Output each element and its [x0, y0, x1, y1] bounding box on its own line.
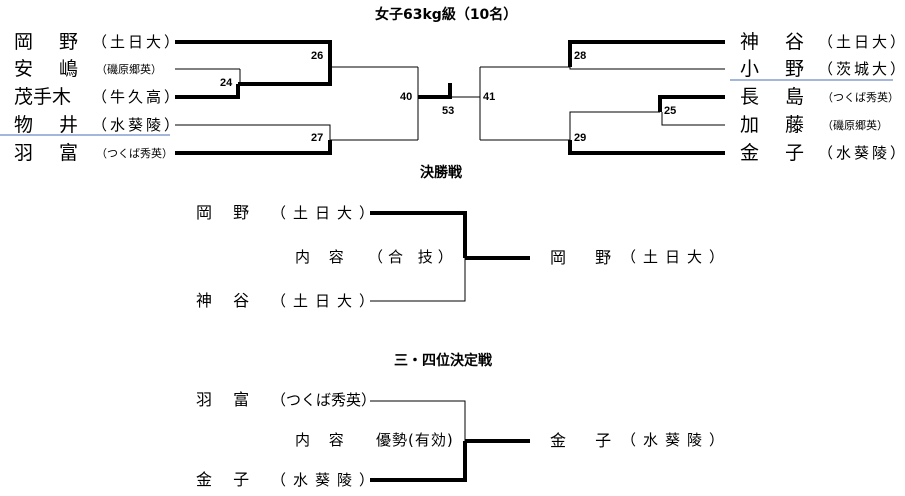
final-winner-name: 岡 野 — [550, 248, 624, 267]
left-school-3: （牛久高） — [92, 88, 183, 106]
third-winner-school: （水葵陵） — [621, 431, 732, 449]
final-top-name: 岡 野 — [196, 203, 258, 222]
match-number-29: 29 — [574, 132, 587, 144]
left-name-4: 物 井 — [14, 114, 89, 136]
third-detail-label: 内 容 — [295, 431, 351, 449]
right-name-1: 神 谷 — [740, 31, 815, 53]
match-number-26: 26 — [311, 50, 324, 62]
line-nagashima — [658, 95, 725, 112]
third-top-school: （つくば秀英） — [271, 391, 377, 409]
line-monoi — [175, 124, 331, 140]
match-number-25: 25 — [664, 105, 677, 117]
match-number-40: 40 — [400, 91, 413, 103]
bracket-title: 女子63kg級（10名） — [375, 7, 518, 23]
right-school-4: （磯原郷英） — [822, 119, 888, 132]
final-detail-value: （合 技） — [368, 248, 458, 266]
match-number-41: 41 — [483, 91, 496, 103]
right-name-2: 小 野 — [740, 58, 815, 80]
line-ono — [569, 67, 725, 70]
right-name-5: 金 子 — [740, 142, 815, 164]
left-school-1: （土日大） — [92, 33, 183, 51]
line-kaneko — [568, 140, 725, 155]
match-number-27: 27 — [311, 132, 324, 144]
third-bottom-name: 金 子 — [196, 470, 258, 489]
third-winner-name: 金 子 — [550, 431, 624, 450]
right-name-4: 加 藤 — [740, 114, 815, 136]
line-24-up — [238, 67, 332, 86]
line-motegi — [175, 84, 240, 99]
right-name-3: 長 島 — [740, 86, 815, 108]
right-school-3: （つくば秀英） — [822, 91, 899, 104]
final-bottom-school: （土日大） — [271, 292, 382, 310]
final-winner-school: （土日大） — [621, 248, 732, 266]
left-school-5: （つくば秀英） — [96, 147, 173, 160]
line-third-bottom — [370, 441, 467, 482]
line-final-bottom — [370, 258, 466, 302]
line-third-top — [370, 400, 466, 441]
final-bottom-name: 神 谷 — [196, 291, 258, 310]
line-kamiya — [568, 40, 725, 67]
left-name-3: 茂手木 — [14, 86, 72, 108]
final-detail-label: 内 容 — [295, 248, 351, 266]
right-school-2: （茨城大） — [818, 60, 905, 78]
line-final-top — [370, 211, 467, 258]
match-number-53: 53 — [442, 105, 455, 117]
left-name-1: 岡 野 — [14, 31, 89, 53]
third-bottom-school: （水葵陵） — [271, 471, 382, 489]
left-school-4: （水葵陵） — [92, 116, 183, 134]
third-detail-value: 優勢(有効) — [376, 431, 454, 449]
final-top-school: （土日大） — [271, 204, 382, 222]
right-school-1: （土日大） — [818, 33, 905, 51]
line-okano — [175, 40, 332, 67]
match-number-24: 24 — [220, 77, 233, 89]
left-name-5: 羽 富 — [14, 142, 89, 164]
third-place-heading: 三・四位決定戦 — [394, 353, 492, 369]
line-hatomi — [175, 140, 332, 155]
left-name-2: 安 嶋 — [14, 58, 89, 80]
line-kato — [661, 112, 725, 126]
line-25-out — [569, 111, 660, 140]
left-school-2: （磯原郷英） — [96, 63, 162, 76]
final-heading: 決勝戦 — [420, 165, 462, 181]
right-school-5: （水葵陵） — [818, 144, 905, 162]
match-number-28: 28 — [574, 50, 587, 62]
third-top-name: 羽 富 — [196, 390, 258, 409]
